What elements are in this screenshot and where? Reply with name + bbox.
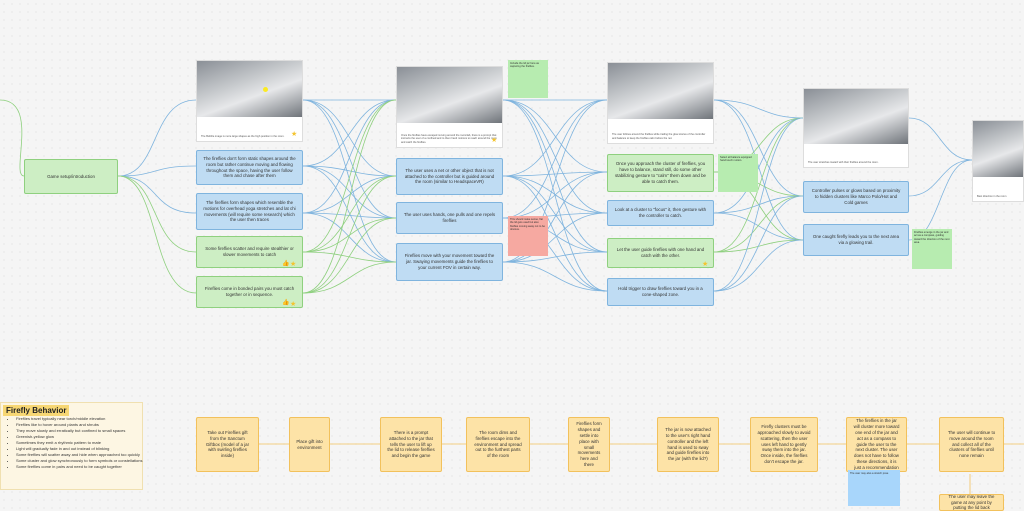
vr-room-image <box>973 121 1023 177</box>
star-icon: ★ <box>702 261 709 268</box>
legend-item: Sometimes they emit a rhythmic pattern t… <box>16 440 146 446</box>
screenshot-caption: Best direction in the room <box>977 194 1007 198</box>
legend-list: Fireflies travel typically near torch/mi… <box>7 416 146 470</box>
legend-item: Some cluster and glow synchronously to f… <box>16 458 146 464</box>
legend-item: Fireflies travel typically near torch/mi… <box>16 416 146 422</box>
idea-card[interactable]: The user uses a net or other object that… <box>396 158 503 195</box>
idea-card[interactable]: Fireflies move with your movement toward… <box>396 243 503 281</box>
screenshot-card[interactable]: The Bubble image is more large shapes as… <box>196 60 303 142</box>
thumbs-up-icon: 👍 <box>282 261 290 267</box>
flow-step[interactable]: The jar is now attached to the user's ri… <box>657 417 719 472</box>
firefly-behavior-legend[interactable]: Firefly Behavior Fireflies travel typica… <box>0 402 143 490</box>
vr-room-image <box>804 89 908 144</box>
idea-card[interactable]: Controller pulses or glows based on prox… <box>803 181 909 213</box>
legend-item: Light will gradually fade in and out ins… <box>16 446 146 452</box>
star-icon: ★ <box>290 261 297 268</box>
idea-card[interactable]: Hold trigger to draw fireflies toward yo… <box>607 278 714 306</box>
flow-step[interactable]: There is a prompt attached to the jar th… <box>380 417 442 472</box>
legend-title: Firefly Behavior <box>3 405 70 416</box>
idea-card[interactable]: Some fireflies scatter and require steal… <box>196 236 303 268</box>
legend-item: Fireflies like to hover around plants an… <box>16 422 146 428</box>
idea-card[interactable]: The fireflies don't form static shapes a… <box>196 150 303 185</box>
star-icon: ★ <box>291 131 298 138</box>
start-card[interactable]: Game setup/introduction <box>24 159 118 194</box>
sticky-note[interactable]: The user may also a stretch pose <box>848 470 900 506</box>
legend-item: Some fireflies come in pairs and need to… <box>16 464 146 470</box>
screenshot-caption: The user stretches toward with their fir… <box>808 160 879 164</box>
star-icon: ★ <box>491 137 498 144</box>
flow-step[interactable]: Take out Fireflies gift from the Sanctum… <box>196 417 259 472</box>
idea-card[interactable]: The fireflies form shapes which resemble… <box>196 193 303 230</box>
screenshot-caption: The user follows around the fireflies wh… <box>612 133 706 140</box>
flow-step[interactable]: The user will continue to move around th… <box>939 417 1004 472</box>
flow-step[interactable]: Place gift into environment <box>289 417 330 472</box>
firefly-glow <box>263 87 268 92</box>
sticky-note[interactable]: This should make sense, flat the lid get… <box>508 216 548 256</box>
star-icon: ★ <box>290 301 297 308</box>
idea-card[interactable]: Look at a cluster to "focus" it, then ge… <box>607 200 714 226</box>
idea-card[interactable]: Once you approach the cluster of firefli… <box>607 154 714 192</box>
vr-room-image <box>197 61 302 117</box>
screenshot-card[interactable]: Best direction in the room <box>972 120 1024 202</box>
idea-card[interactable]: The user uses hands, one pulls and one r… <box>396 202 503 234</box>
flow-step[interactable]: The user may leave the game at any point… <box>939 494 1004 511</box>
legend-item: They move slowly and erratically but con… <box>16 428 146 434</box>
screenshot-caption: Once the fireflies have escaped moving a… <box>401 133 497 144</box>
legend-item: Some fireflies will scatter away and hid… <box>16 452 146 458</box>
flow-step[interactable]: Fireflies form shapes and settle into pl… <box>568 417 610 472</box>
screenshot-caption: The Bubble image is more large shapes as… <box>201 134 285 138</box>
idea-card[interactable]: Fireflies come in bonded pairs you must … <box>196 276 303 308</box>
flow-step[interactable]: The room dims and fireflies escape into … <box>466 417 530 472</box>
sticky-note[interactable]: Fireflies emerge in the jar and act as a… <box>912 229 952 269</box>
sticky-note[interactable]: Include the lid jar here as capturing th… <box>508 60 548 98</box>
flow-step[interactable]: Firefly clusters must be approached slow… <box>750 417 818 472</box>
screenshot-card[interactable]: The user follows around the fireflies wh… <box>607 62 714 144</box>
flow-step[interactable]: The fireflies in the jar will cluster mo… <box>846 417 907 472</box>
idea-card[interactable]: One caught firefly leads you to the next… <box>803 224 909 256</box>
screenshot-card[interactable]: The user stretches toward with their fir… <box>803 88 909 168</box>
legend-item: Greenish-yellow glow <box>16 434 146 440</box>
screenshot-card[interactable]: Once the fireflies have escaped moving a… <box>396 66 503 148</box>
sticky-note[interactable]: Select all balance equipped hand touch m… <box>718 154 758 192</box>
idea-card[interactable]: Let the user guide fireflies with one ha… <box>607 238 714 268</box>
vr-room-image <box>397 67 502 123</box>
vr-room-image <box>608 63 713 119</box>
thumbs-up-icon: 👍 <box>282 300 290 306</box>
